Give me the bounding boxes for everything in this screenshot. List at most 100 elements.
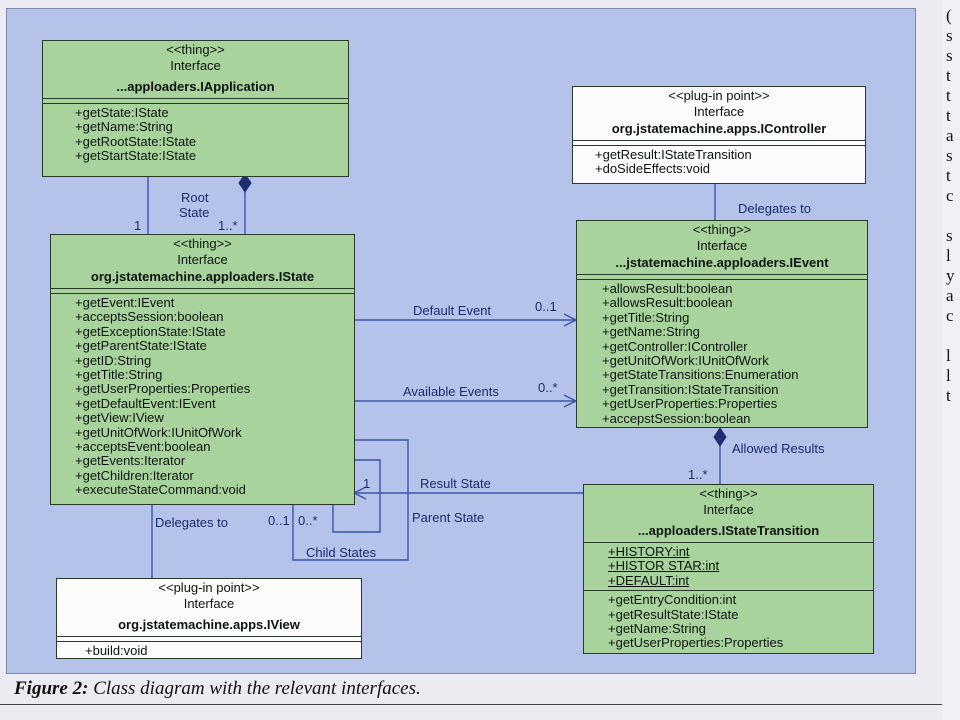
method: +accepstSession:boolean [602,410,751,426]
iapplication-attributes [43,99,348,104]
cropped-letter: a [946,286,954,305]
method: +allowsResult:boolean [602,295,733,311]
method: +getExceptionState:IState [75,323,226,339]
iapplication-name: ...apploaders.IApplication [43,73,348,99]
cropped-letter: c [946,306,954,325]
attribute: +HISTOR STAR:int [608,558,720,574]
icontroller-attributes [573,141,865,146]
method: +getStateTransitions:Enumeration [602,367,799,383]
istate-stereotype: <<thing>> [173,236,232,251]
method: +getEvent:IEvent [75,295,175,310]
iapplication-kind: Interface [170,58,221,73]
child-states-multiplicity: 0..* [298,513,318,528]
istate-class[interactable]: <<thing>> Interface org.jstatemachine.ap… [50,234,355,505]
cropped-letter: t [946,66,951,85]
icontroller-name: org.jstatemachine.apps.IController [573,119,865,141]
child-states-label: Child States [306,545,377,560]
icontroller-stereotype: <<plug-in point>> [668,88,770,103]
cropped-letter: t [946,86,951,105]
iview-methods: +build:void [57,642,361,660]
cropped-letter [946,326,960,346]
istatetransition-class[interactable]: <<thing>> Interface ...apploaders.IState… [583,484,874,654]
delegates-to-controller-label: Delegates to [738,201,811,216]
result-state-label: Result State [420,476,491,491]
method: +getView:IView [75,410,164,426]
method: +getUnitOfWork:IUnitOfWork [602,353,769,369]
parent-state-multiplicity: 0..1 [268,513,290,528]
figure-caption: Figure 2: Class diagram with the relevan… [14,678,421,700]
figure-caption-label: Figure 2: [14,678,89,699]
available-events-multiplicity: 0..* [538,380,558,395]
istatetransition-methods: +getEntryCondition:int +getResultState:I… [584,591,873,653]
method: +getDefaultEvent:IEvent [75,395,216,411]
method: +acceptsEvent:boolean [75,439,211,455]
istate-attributes [51,289,354,294]
iview-kind: Interface [183,596,235,611]
cropped-letter: ( [946,6,952,25]
method: +getStartState:IState [75,148,197,164]
method: +getTitle:String [602,309,690,325]
method: +getResultState:IState [608,606,739,622]
method: +doSideEffects:void [595,161,711,177]
method: +getName:String [608,621,706,637]
method: +getParentState:IState [75,338,207,354]
method: +getUserProperties:Properties [608,635,784,651]
istate-kind: Interface [177,252,228,267]
ievent-attributes [577,275,867,280]
parent-state-label: Parent State [412,510,485,525]
ievent-stereotype: <<thing>> [692,222,752,237]
cropped-body-text: ( s s t t t a s t c s l y a c l l t [942,0,960,720]
cropped-letter: l [946,366,951,385]
root-state-diamond [238,173,252,193]
method: +getUserProperties:Properties [602,396,778,412]
method: +getTransition:IStateTransition [602,381,779,397]
iapplication-methods: +getState:IState +getName:String +getRoo… [43,104,348,166]
method: +getRootState:IState [75,133,197,149]
cropped-letter: t [946,386,951,405]
iapplication-class[interactable]: <<thing>> Interface ...apploaders.IAppli… [42,40,349,177]
method: +getID:String [75,352,152,368]
cropped-letter: s [946,26,953,45]
cropped-letter: t [946,106,951,125]
root-state-label-line2: State [179,205,210,220]
cropped-letter: s [946,46,953,65]
iview-name: org.jstatemachine.apps.IView [57,611,361,637]
icontroller-class[interactable]: <<plug-in point>> Interface org.jstatema… [572,86,866,184]
ievent-kind: Interface [696,238,748,253]
iapplication-stereotype: <<thing>> [166,42,225,57]
method: +allowsResult:boolean [602,281,733,296]
root-state-multiplicity-many: 1..* [218,218,238,233]
istate-methods: +getEvent:IEvent +acceptsSession:boolean… [51,294,354,500]
root-state-multiplicity-1: 1 [134,218,142,233]
method: +getController:IController [602,338,748,354]
iview-class[interactable]: <<plug-in point>> Interface org.jstatema… [56,578,362,659]
method: +getEntryCondition:int [608,592,737,608]
root-state-label-line1: Root [181,190,209,205]
child-states-loop [332,459,381,533]
delegates-to-view-label: Delegates to [155,515,228,530]
cropped-letter: l [946,346,951,365]
istatetransition-kind: Interface [703,502,754,517]
cropped-letter [946,206,960,226]
cropped-letter: c [946,186,954,205]
method: +acceptsSession:boolean [75,309,224,325]
cropped-letter: a [946,126,954,145]
method: +build:void [85,643,148,658]
cropped-letter: l [946,246,951,265]
method: +getEvents:Iterator [75,453,186,469]
ievent-methods: +allowsResult:boolean +allowsResult:bool… [577,280,867,428]
allowed-results-diamond [713,427,727,447]
figure-caption-text: Class diagram with the relevant interfac… [93,678,421,699]
cropped-letter: t [946,166,951,185]
method: +getChildren:Iterator [75,467,194,483]
cropped-letter: s [946,146,953,165]
cropped-letter: y [946,266,955,285]
method: +getName:String [602,324,700,340]
method: +getName:String [75,119,173,135]
cropped-letter: s [946,226,953,245]
ievent-class[interactable]: <<thing>> Interface ...jstatemachine.app… [576,220,868,428]
ievent-name: ...jstatemachine.apploaders.IEvent [577,253,867,275]
istatetransition-name: ...apploaders.IStateTransition [584,517,873,543]
iview-stereotype: <<plug-in point>> [158,580,260,595]
